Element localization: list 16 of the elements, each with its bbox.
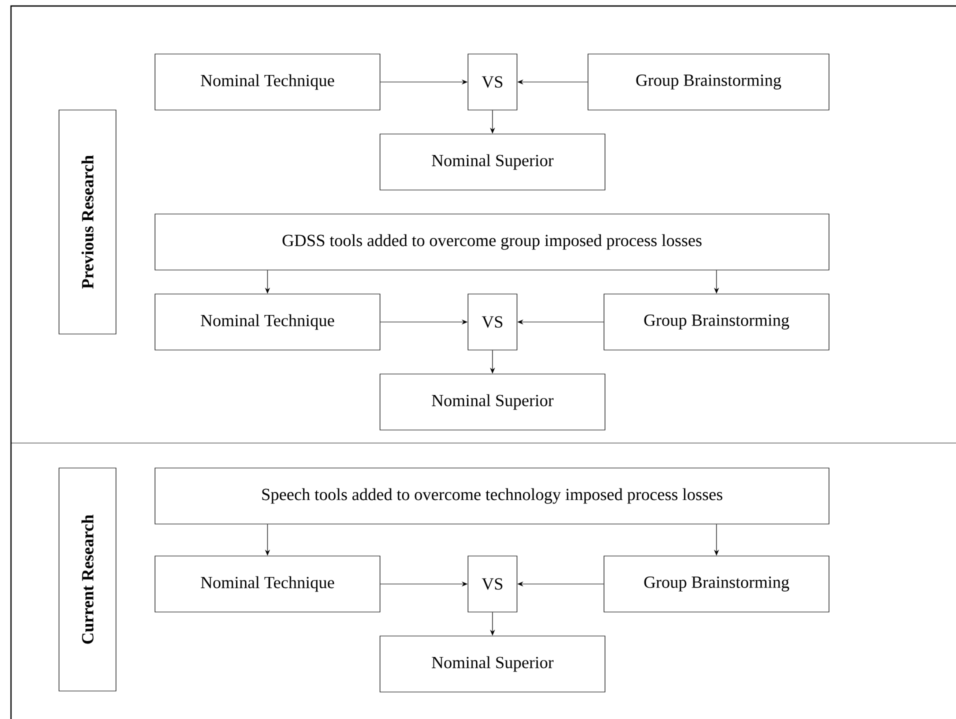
process-box: Group Brainstorming: [604, 294, 830, 350]
process-box: Nominal Superior: [380, 134, 606, 190]
process-box: Nominal Technique: [154, 556, 380, 612]
process-box: VS: [468, 556, 518, 612]
process-box: Nominal Superior: [380, 374, 606, 430]
process-box: Group Brainstorming: [588, 54, 830, 110]
process-box: Group Brainstorming: [604, 556, 830, 612]
process-box: Speech tools added to overcome technology imposed process losses: [154, 468, 830, 524]
process-box: VS: [468, 54, 518, 110]
process-box: VS: [468, 294, 518, 350]
section-label: Previous Research: [58, 110, 116, 334]
process-box: GDSS tools added to overcome group imposed process losses: [154, 214, 830, 270]
section-label: Current Research: [58, 468, 116, 692]
process-box: Nominal Technique: [154, 294, 380, 350]
process-box: Nominal Superior: [380, 636, 606, 692]
process-box: Nominal Technique: [154, 54, 380, 110]
